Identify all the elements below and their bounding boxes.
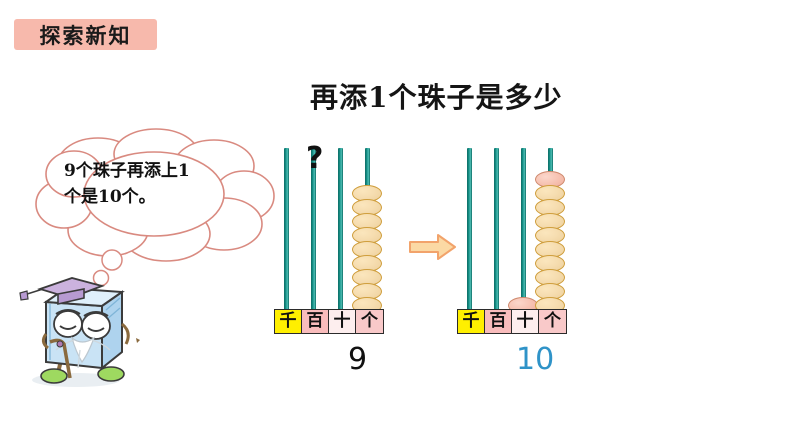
place-cell-shi: 十: [512, 310, 539, 333]
result-value-after: 10: [516, 342, 555, 377]
section-badge: 探索新知: [14, 19, 157, 50]
rod-qian: [284, 148, 289, 311]
mascot-character: [10, 258, 145, 394]
page-title: 再添1个珠子是多少: [310, 81, 563, 114]
place-cell-qian: 千: [275, 310, 302, 333]
question-mark: ?: [306, 141, 324, 176]
place-cell-qian: 千: [458, 310, 485, 333]
place-value-base: 千 百 十 个: [457, 309, 567, 334]
place-cell-ge: 个: [539, 310, 566, 333]
arrow-right-icon: [409, 234, 456, 260]
beard: [70, 336, 96, 364]
right-eye: [81, 312, 111, 340]
place-cell-bai: 百: [302, 310, 329, 333]
rod-shi: [338, 148, 343, 311]
place-value-base: 千 百 十 个: [274, 309, 384, 334]
place-cell-bai: 百: [485, 310, 512, 333]
thought-line-1: 9个珠子再添上1: [64, 161, 190, 181]
thought-bubble: 9个珠子再添上1 个是10个。: [28, 126, 280, 290]
rod-shi: [521, 148, 526, 311]
thought-line-2: 个是10个。: [64, 187, 156, 207]
rod-bai: [311, 148, 316, 311]
rod-bai: [494, 148, 499, 311]
thought-bubble-text: 9个珠子再添上1 个是10个。: [64, 158, 260, 210]
place-cell-shi: 十: [329, 310, 356, 333]
place-cell-ge: 个: [356, 310, 383, 333]
rod-qian: [467, 148, 472, 311]
mascot-illustration: [19, 277, 140, 387]
transition-arrow: [408, 232, 458, 266]
result-value-before: 9: [348, 342, 368, 377]
section-badge-label: 探索新知: [39, 22, 132, 48]
thought-bubble-shape: [35, 128, 275, 290]
left-eye: [53, 310, 83, 338]
